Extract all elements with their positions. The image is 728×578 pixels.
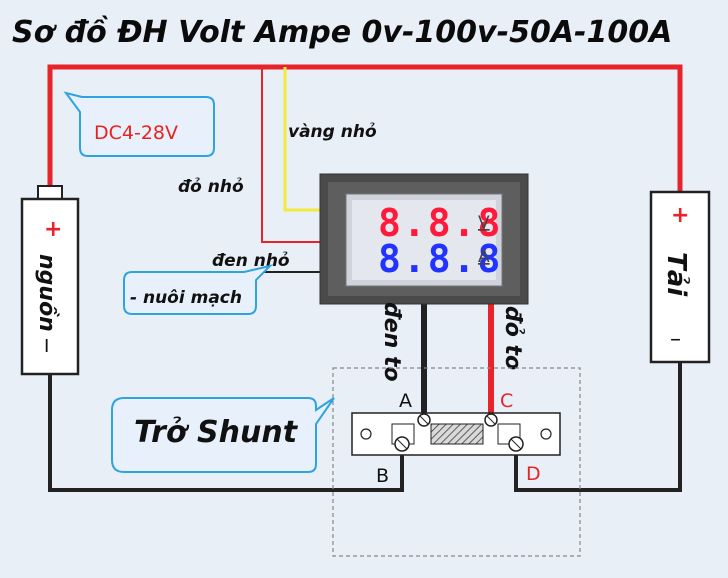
source-plus-sign: +: [44, 217, 62, 242]
shunt-callout: Trở Shunt: [111, 397, 335, 473]
volt-display: 8.8.8: [378, 201, 502, 245]
shunt-label: Trở Shunt: [134, 415, 299, 450]
shunt-resistor: [351, 412, 561, 456]
power-source-battery: + nguồn I: [20, 185, 80, 376]
diagram-title: Sơ đồ ĐH Volt Ampe 0v-100v-50A-100A: [12, 15, 672, 50]
power-circuit-label: - nuôi mạch: [130, 288, 242, 308]
source-label: nguồn: [34, 254, 59, 332]
red-wire-top: [47, 64, 683, 194]
black-wire-source-to-b: [48, 372, 404, 492]
yellow-small-label: vàng nhỏ: [288, 122, 377, 142]
source-minus-sign: I: [44, 336, 49, 357]
black-small-label: đen nhỏ: [212, 251, 290, 271]
yellow-small-wire: [283, 67, 322, 212]
dc-range-label: DC4-28V: [94, 122, 178, 144]
red-big-label: đỏ to: [500, 306, 525, 370]
point-c-label: C: [500, 390, 513, 412]
point-b-label: B: [376, 465, 389, 487]
load-battery: + Tải –: [649, 190, 711, 364]
black-big-label: đen to: [379, 302, 404, 382]
dc-range-callout: DC4-28V: [63, 91, 215, 157]
black-wire-d-to-load: [514, 362, 682, 492]
load-label: Tải: [661, 252, 692, 297]
amp-unit: A: [478, 247, 490, 267]
point-d-label: D: [526, 463, 541, 485]
point-a-label: A: [399, 390, 412, 412]
volt-unit: V: [478, 213, 490, 233]
volt-amp-meter: 8.8.8 8.8.8 V A: [319, 173, 529, 305]
shunt-dashed-box: [332, 367, 581, 557]
load-minus-sign: –: [670, 327, 681, 352]
red-small-wire: [261, 67, 322, 243]
red-small-label: đỏ nhỏ: [178, 177, 244, 197]
amp-display: 8.8.8: [378, 237, 502, 281]
load-plus-sign: +: [671, 203, 689, 228]
power-circuit-callout: - nuôi mạch: [123, 264, 274, 315]
